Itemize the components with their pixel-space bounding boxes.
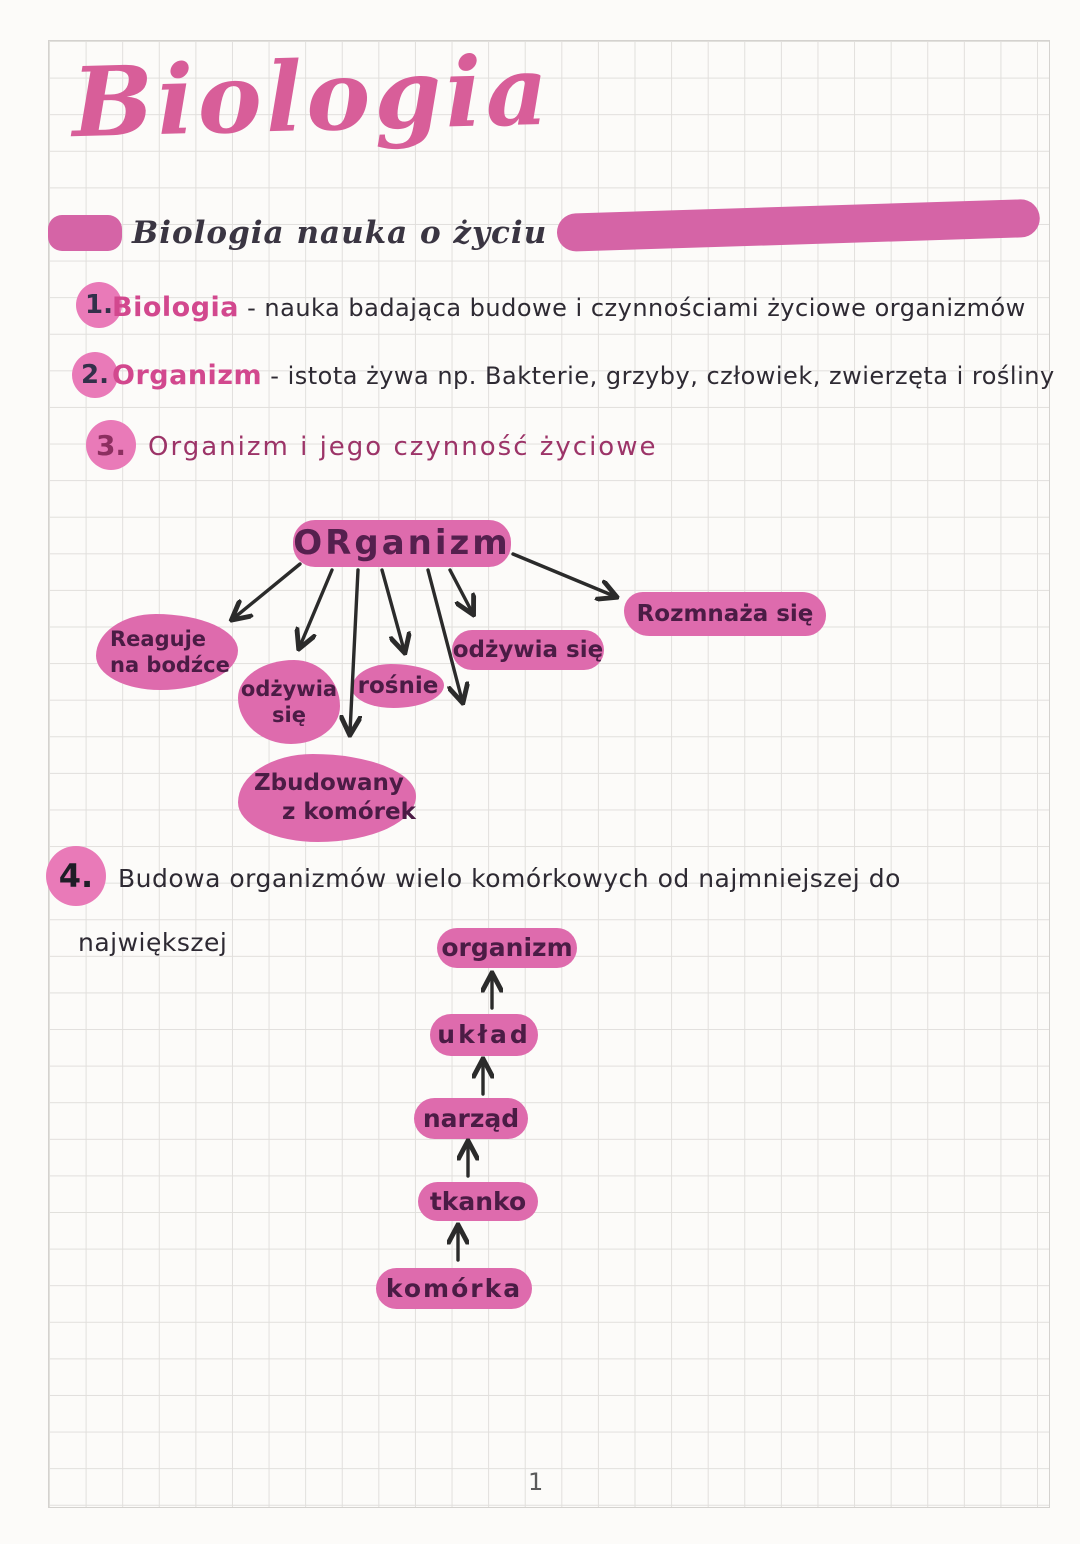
zbudowany-line2: z komórek (282, 799, 416, 825)
diagram-node-organizm-label: ORganizm (293, 523, 511, 564)
note-4-number-label: 4. (58, 857, 94, 895)
note-2-definition: - istota żywa np. Bakterie, grzyby, czło… (270, 362, 1055, 390)
hierarchy-node-tkanko: tkanko (418, 1182, 538, 1221)
note-2-text: Organizm - istota żywa np. Bakterie, grz… (112, 360, 1055, 391)
note-2-term: Organizm (112, 360, 263, 391)
hierarchy-node-uklad: układ (430, 1014, 538, 1056)
hierarchy-komorka-label: komórka (385, 1273, 523, 1303)
note-4-line1: Budowa organizmów wielo komórkowych od n… (118, 864, 901, 893)
note-3-definition: Organizm i jego czynność życiowe (148, 432, 658, 462)
hierarchy-node-komorka: komórka (376, 1268, 532, 1309)
diagram-node-rozmnaza-sie: Rozmnaża się (624, 592, 826, 636)
hierarchy-node-organizm: organizm (437, 928, 577, 968)
note-4-text-line1: Budowa organizmów wielo komórkowych od n… (118, 864, 901, 893)
diagram-node-odzywia-sie-right: odżywia się (452, 630, 604, 670)
note-3-number: 3. (86, 420, 136, 470)
diagram-node-reaguje-na-bodzce: Reaguje na bodźce (96, 614, 238, 690)
rosnie-label: rośnie (357, 672, 439, 699)
hierarchy-tkanko-label: tkanko (429, 1186, 527, 1216)
hierarchy-uklad-label: układ (437, 1020, 531, 1050)
reaguje-line2: na bodźce (110, 653, 230, 677)
note-1-number-label: 1. (85, 290, 113, 320)
section-header-label: Biologia nauka o życiu (132, 215, 548, 251)
note-1-text: Biologia - nauka badająca budowe i czynn… (112, 292, 1026, 323)
hierarchy-node-narzad: narząd (414, 1098, 528, 1139)
diagram-node-odzywia-sie-left: odżywia się (238, 660, 340, 744)
reaguje-line1: Reaguje (110, 626, 207, 651)
diagram-node-zbudowany-z-komorek: Zbudowany z komórek (238, 754, 416, 842)
page-title: Biologia (70, 33, 554, 160)
zbudowany-line1: Zbudowany (254, 770, 404, 797)
note-4-text-line2: największej (78, 928, 227, 957)
hierarchy-narzad-label: narząd (422, 1103, 520, 1133)
note-1-term: Biologia (112, 292, 239, 323)
highlight-bar-left (48, 215, 122, 251)
hierarchy-organizm-label: organizm (441, 933, 573, 963)
section-header: Biologia nauka o życiu (48, 198, 1041, 256)
odzywia-right-label: odżywia się (452, 636, 604, 663)
note-2-number: 2. (72, 352, 118, 398)
odzywia-left-line1: odżywia (240, 676, 338, 701)
note-2-number-label: 2. (81, 360, 109, 390)
graph-paper-grid (48, 40, 1050, 1508)
note-4-number: 4. (46, 846, 106, 906)
diagram-node-organizm: ORganizm (293, 520, 511, 567)
odzywia-left-line2: się (272, 703, 306, 727)
page-number: 1 (528, 1468, 544, 1496)
note-1-definition: - nauka badająca budowe i czynnościami ż… (247, 294, 1026, 322)
note-3-number-label: 3. (95, 428, 127, 462)
note-3-text: Organizm i jego czynność życiowe (148, 432, 657, 462)
note-4-line2: największej (78, 928, 228, 957)
note-1-number: 1. (76, 282, 122, 328)
rozmnaza-label: Rozmnaża się (636, 600, 814, 627)
